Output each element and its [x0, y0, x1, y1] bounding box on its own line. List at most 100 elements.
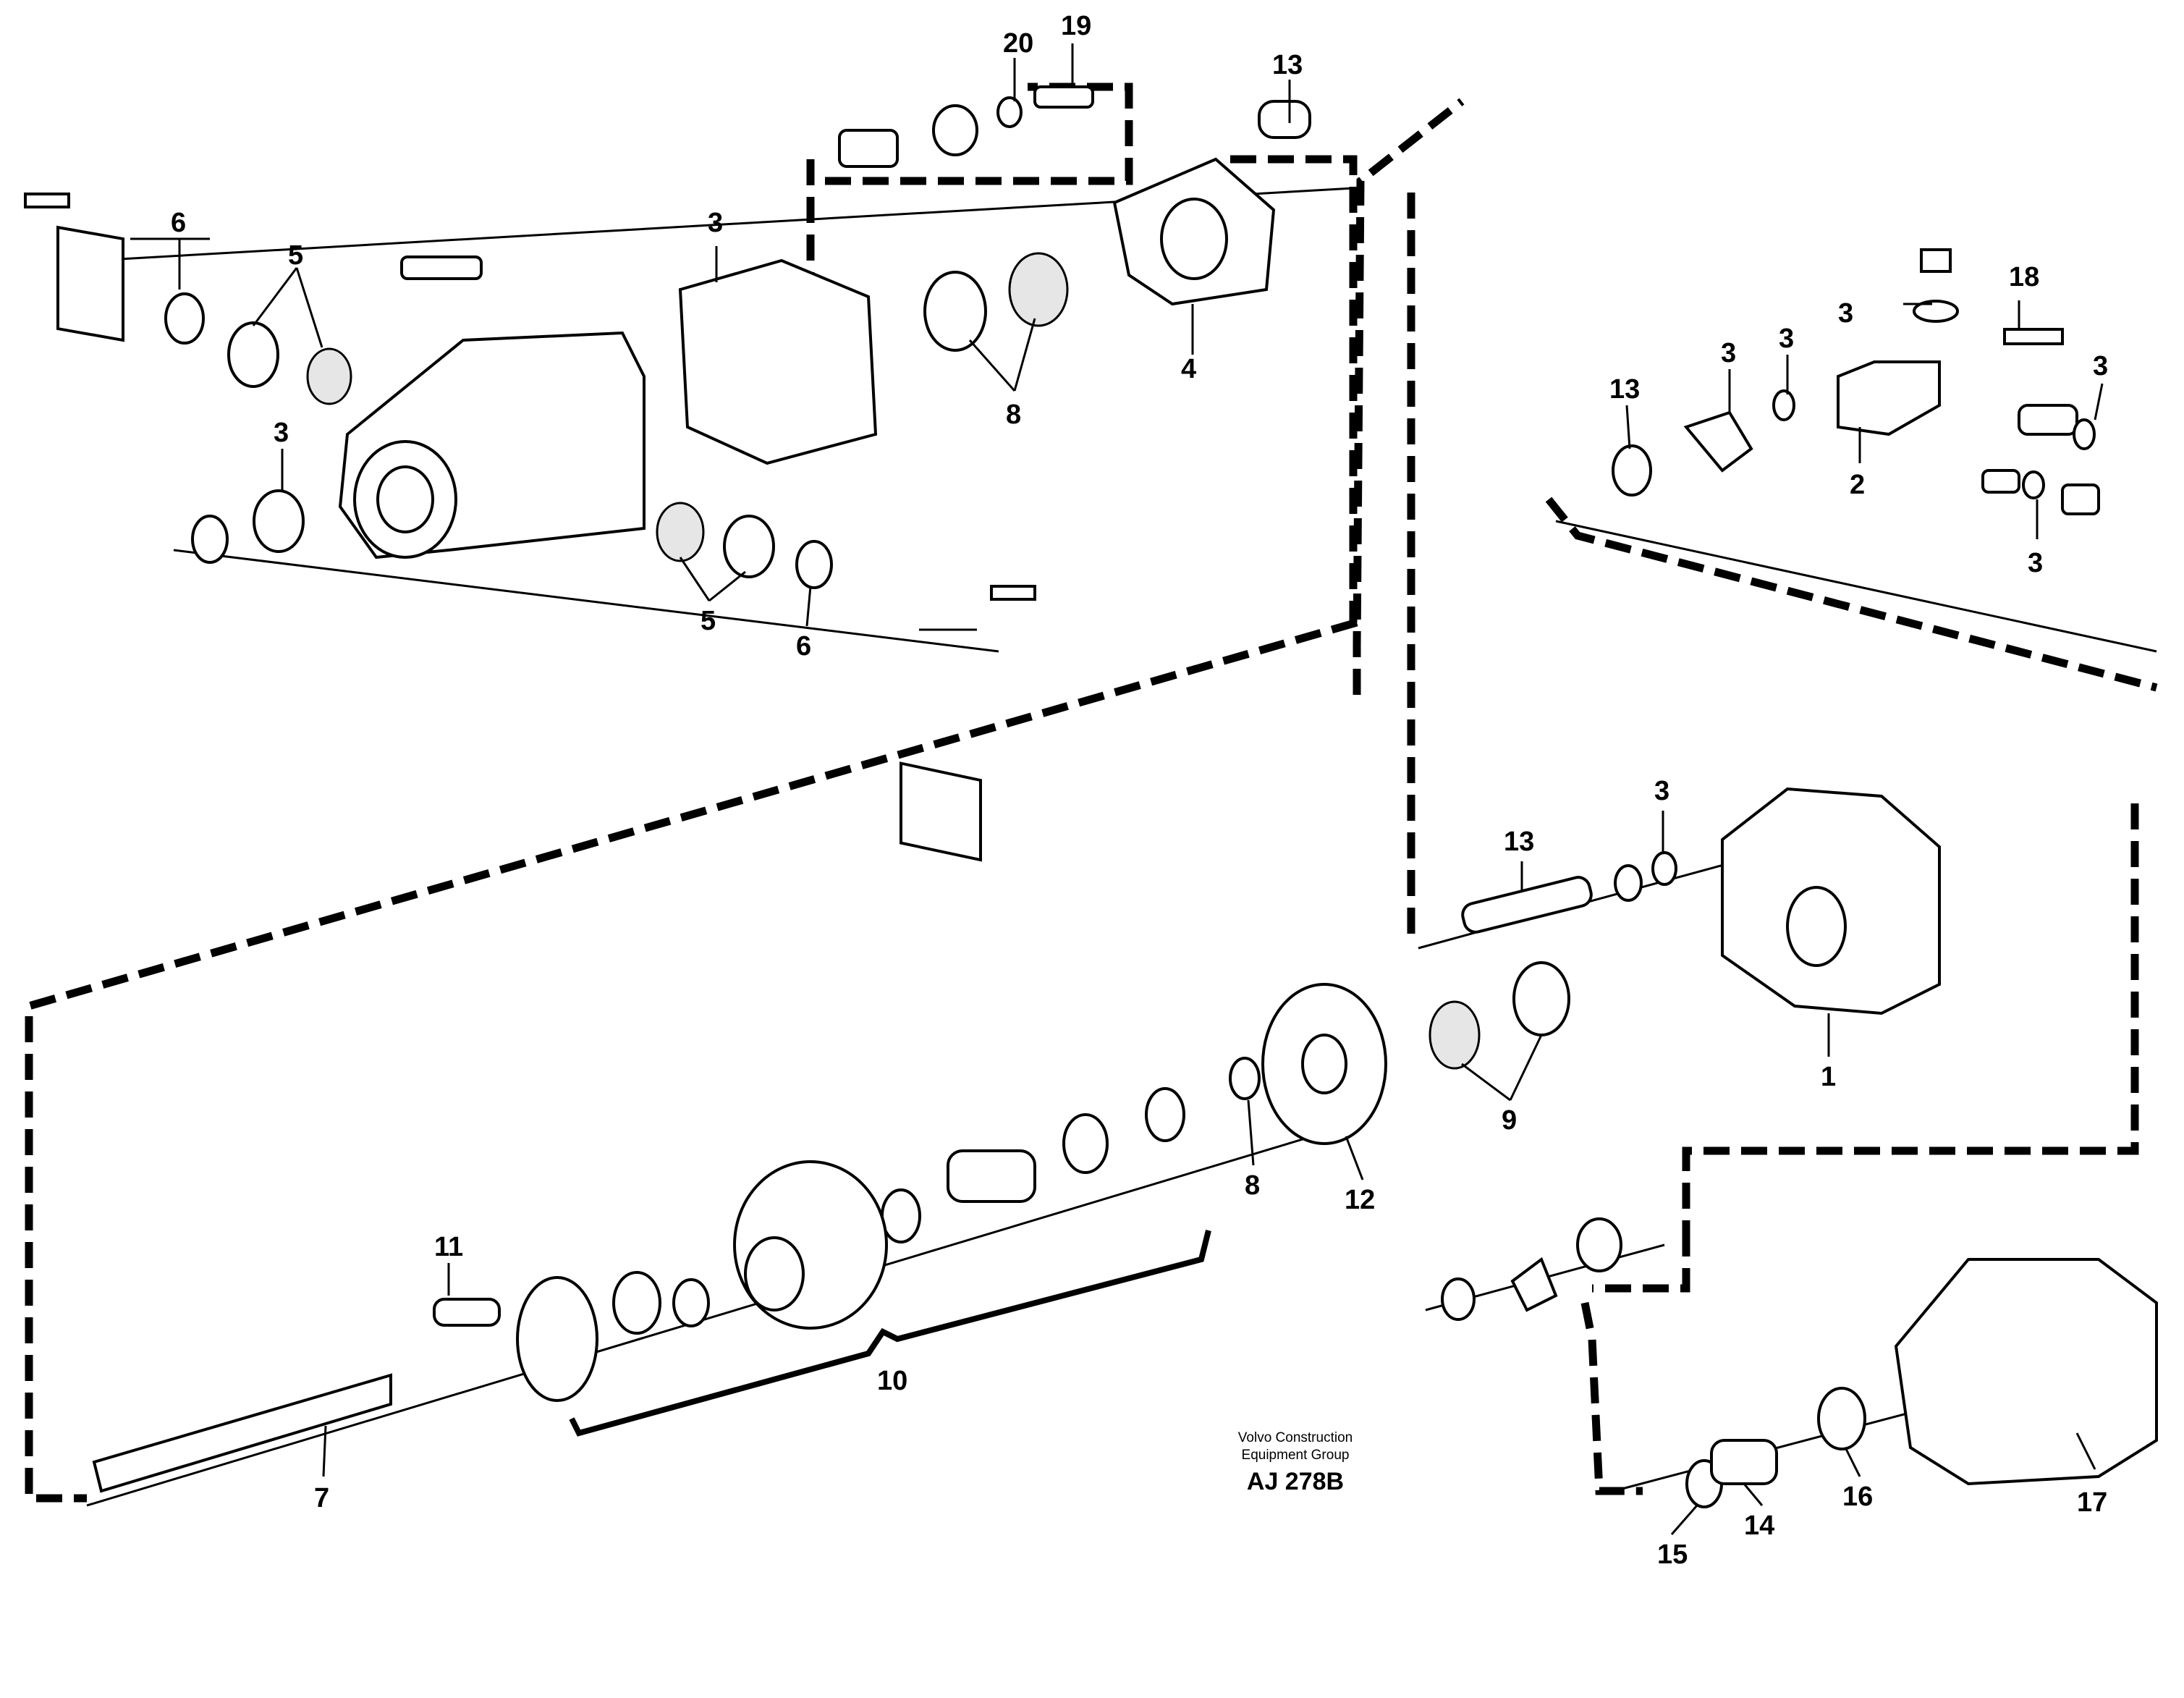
spring-10 [947, 1149, 1036, 1203]
callout-9: 9 [1502, 1105, 1517, 1136]
bearing-5d [723, 515, 775, 578]
bearing-5b [306, 347, 352, 405]
washer-20 [996, 96, 1023, 128]
ring-13-right [1612, 444, 1652, 497]
bearing-5c [656, 502, 705, 562]
plate-3 [1683, 410, 1753, 473]
star-washer [1510, 1256, 1558, 1312]
drawing-code: AJ 278B [1247, 1468, 1344, 1495]
callout-13-right: 13 [1609, 374, 1640, 405]
callout-6-bottom: 6 [796, 631, 811, 662]
bearing-cup-9 [1512, 961, 1570, 1036]
plug-20 [932, 104, 978, 156]
bearing-cone-9 [1429, 1000, 1481, 1070]
plug-top [1920, 248, 1952, 273]
cover-plate-right [900, 761, 982, 862]
callout-13-top: 13 [1272, 50, 1303, 80]
callout-3-top-right: 3 [1838, 298, 1853, 329]
callout-3-far-right: 3 [2093, 351, 2108, 381]
callout-16: 16 [1842, 1482, 1873, 1512]
plug-lower-right [1441, 1277, 1476, 1321]
pin-19 [1033, 85, 1094, 109]
callout-3-plate: 3 [1721, 338, 1736, 368]
drawing-credit: Volvo Construction Equipment Group AJ 27… [1238, 1430, 1353, 1495]
callout-8-bottom: 8 [1245, 1170, 1260, 1201]
o-ring-3-mid-right [1651, 851, 1677, 886]
callout-11: 11 [434, 1232, 463, 1262]
callout-18: 18 [2009, 262, 2039, 292]
o-ring-3-right [2073, 418, 2096, 450]
callout-4: 4 [1181, 354, 1196, 384]
bearing-cone-8 [1008, 252, 1069, 327]
swash-bore [1160, 198, 1228, 280]
piston-11 [433, 1298, 501, 1327]
callout-17: 17 [2077, 1487, 2107, 1518]
ring-10c [881, 1188, 921, 1243]
connection-paths [25, 83, 2158, 1503]
credit-line-2: Equipment Group [1242, 1448, 1350, 1463]
o-ring-3-top [1913, 300, 1959, 323]
ball-guide-10e [612, 1271, 661, 1335]
retainer-10a [1145, 1087, 1185, 1142]
callout-13-mid: 13 [1504, 827, 1534, 857]
o-ring-3-low [2022, 470, 2045, 499]
gasket [678, 258, 878, 465]
bolt-cover-right [990, 585, 1036, 601]
circlip-13-mid [1614, 864, 1643, 902]
washer-10b [1062, 1113, 1109, 1174]
callout-leaders [178, 43, 2104, 1535]
callout-6-top: 6 [171, 208, 186, 238]
callout-labels: 20 19 13 4 8 3 6 5 3 5 6 18 3 3 3 3 13 2… [171, 11, 2108, 1570]
bolt-housing [400, 255, 483, 280]
callout-3-gasket: 3 [708, 208, 723, 238]
circlip-left [191, 515, 229, 564]
seal-8-lower [1229, 1057, 1261, 1100]
cylinder-block-bore [744, 1236, 805, 1311]
group-10-brace [569, 1230, 1211, 1437]
bearing-16 [1817, 1387, 1866, 1450]
callout-2: 2 [1850, 470, 1865, 500]
parts [24, 85, 2158, 1508]
sleeve-14 [1710, 1439, 1778, 1485]
housing-bore-inner [376, 465, 434, 533]
valve-block-2 [1837, 360, 1941, 436]
pin-13-mid [1461, 876, 1593, 934]
bearing-5a [227, 321, 279, 388]
callout-15: 15 [1657, 1539, 1688, 1570]
o-ring-6b [795, 540, 833, 589]
cover-plate-left [56, 225, 124, 342]
callout-12: 12 [1345, 1185, 1375, 1215]
callout-3-oring: 3 [1779, 324, 1794, 354]
callout-8-top: 8 [1006, 400, 1021, 430]
spring-top [838, 129, 899, 168]
bearing-cup-8 [923, 271, 987, 352]
bolt-top-left [24, 193, 70, 208]
callout-5-top: 5 [288, 240, 303, 271]
callout-20: 20 [1003, 28, 1033, 59]
credit-line-1: Volvo Construction [1238, 1430, 1353, 1445]
callout-3-left: 3 [274, 418, 289, 448]
callout-5-bottom: 5 [701, 606, 716, 636]
valve-plate-bore [1301, 1034, 1347, 1094]
bolt-18 [2003, 328, 2064, 345]
screw-3-low [1981, 469, 2020, 494]
callout-10: 10 [877, 1366, 907, 1396]
spring-lower-right [1576, 1217, 1622, 1272]
plug-3-low [2061, 483, 2100, 515]
callout-19: 19 [1061, 11, 1091, 41]
pin-10d [672, 1278, 710, 1327]
callout-14: 14 [1744, 1511, 1774, 1541]
pin-13-top [1258, 100, 1311, 139]
o-ring-6a [164, 292, 205, 345]
o-ring-3-mid [1772, 389, 1795, 421]
callout-1: 1 [1821, 1062, 1836, 1092]
bearing-3-left [253, 489, 305, 553]
drive-shaft-7 [92, 1373, 392, 1493]
charge-pump-17 [1894, 1258, 2158, 1486]
retainer-plate-10 [516, 1276, 598, 1402]
callout-3-mid: 3 [1654, 776, 1669, 806]
screw-3-right [2018, 404, 2078, 436]
end-cover-bore [1786, 886, 1847, 967]
